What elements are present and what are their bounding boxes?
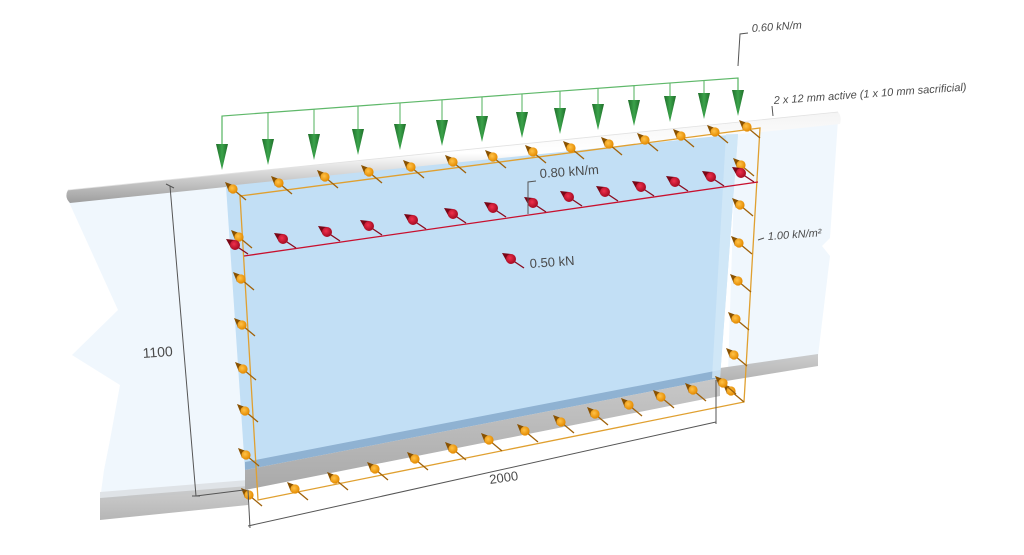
glass-spec-label: 2 x 12 mm active (1 x 10 mm sacrificial) (772, 82, 967, 108)
area-pressure-label: 1.00 kN/m² (767, 227, 822, 243)
adjacent-panel-left (66, 182, 248, 520)
handrail-load-label: 0.60 kN/m (751, 20, 802, 35)
dimension-height (165, 183, 245, 497)
annotation-leaders (527, 32, 774, 241)
dimension-width (247, 380, 717, 529)
adjacent-panel-right (720, 120, 838, 382)
point-load-label: 0.50 kN (529, 253, 575, 271)
handrail-line-load (216, 77, 744, 170)
infill-line-load-label: 0.80 kN/m (539, 162, 599, 181)
glass-panel (226, 134, 738, 490)
height-dimension-label: 1100 (142, 343, 173, 361)
infill-line-load (225, 166, 759, 257)
width-dimension-label: 2000 (488, 468, 519, 487)
